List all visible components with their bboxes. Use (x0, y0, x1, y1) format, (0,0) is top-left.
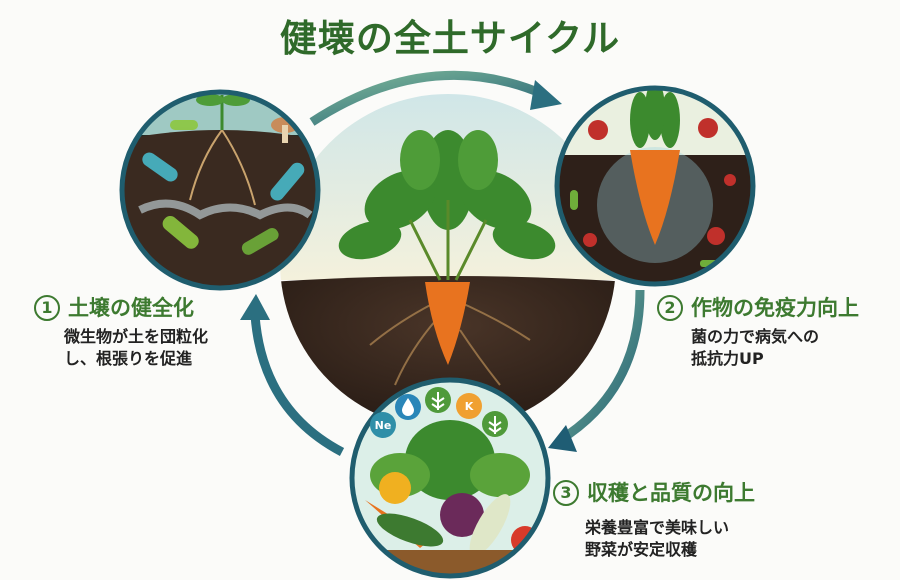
arrow-left (250, 314, 345, 456)
step-heading: 3 収穫と品質の向上 (553, 477, 755, 507)
carrot-root (425, 282, 470, 365)
description-line: 菌の力で病気への (691, 327, 820, 346)
water-drop-icon (395, 394, 421, 420)
step-heading: 1 土壌の健全化 (34, 292, 208, 322)
step-description: 微生物が土を団粒化し、根張りを促進 (64, 326, 208, 370)
nutrient-badge-k: K (456, 393, 482, 419)
step-number: 2 (657, 295, 683, 321)
description-line: し、根張りを促進 (64, 349, 193, 368)
carrot-leaves (338, 130, 556, 260)
wheat-icon (482, 411, 508, 437)
step-1-soil-health: 1 土壌の健全化 微生物が土を団粒化し、根張りを促進 (34, 292, 208, 370)
step-heading-text: 収穫と品質の向上 (587, 481, 755, 505)
pathogen-icons (583, 118, 736, 247)
arrow-right (557, 289, 645, 444)
nutrient-badges: Ne K (370, 387, 508, 438)
arrow-right-head (548, 425, 577, 452)
svg-text:Ne: Ne (375, 419, 392, 432)
step-heading-text: 土壌の健全化 (68, 296, 194, 320)
page-title: 健壊の全土サイクル (279, 17, 621, 60)
description-line: 栄養豊富で美味しい (585, 518, 730, 537)
arrow-left-head (240, 294, 270, 320)
wheat-icon (425, 387, 451, 413)
step-description: 栄養豊富で美味しい野菜が安定収穫 (585, 517, 755, 561)
step-heading: 2 作物の免疫力向上 (657, 292, 859, 322)
arrow-top (309, 70, 547, 126)
cycle-arrows (240, 70, 645, 456)
step-number: 1 (34, 295, 60, 321)
soil-microbe-circle (119, 89, 321, 291)
step-3-harvest-quality: 3 収穫と品質の向上 栄養豊富で美味しい野菜が安定収穫 (553, 477, 755, 561)
description-line: 微生物が土を団粒化 (64, 327, 209, 346)
step-number: 3 (553, 480, 579, 506)
harvest-vegetables-circle: Ne K (349, 377, 551, 579)
svg-text:K: K (465, 400, 474, 413)
step-heading-text: 作物の免疫力向上 (691, 296, 859, 320)
description-line: 抵抗力UP (691, 349, 764, 368)
step-2-crop-immunity: 2 作物の免疫力向上 菌の力で病気への抵抗力UP (657, 292, 859, 370)
arrow-top-head (530, 80, 562, 110)
description-line: 野菜が安定収穫 (585, 540, 698, 559)
nutrient-badge-ne: Ne (370, 412, 396, 438)
step-description: 菌の力で病気への抵抗力UP (691, 326, 859, 370)
